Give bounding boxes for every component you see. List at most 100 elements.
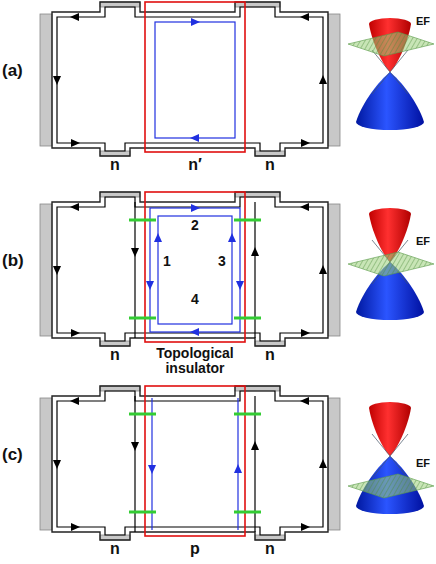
arrow-head: [191, 204, 200, 212]
fermi-level-label: EF: [416, 16, 430, 28]
dispersion-line: [372, 434, 408, 478]
valence-band: [356, 72, 424, 130]
fermi-plane-hatch: [348, 32, 434, 56]
arrow-head: [70, 13, 79, 21]
metal-contact: [100, 2, 140, 7]
fermi-plane-hatch: [348, 252, 434, 276]
arrow-head: [319, 265, 327, 274]
region-label: n: [110, 157, 120, 174]
tunnel-coupling: [129, 413, 156, 416]
arrow-head: [70, 397, 79, 405]
edge-loop: [158, 216, 232, 324]
panel-letter: (a): [2, 62, 23, 80]
metal-contact: [100, 192, 140, 197]
arrow-head: [154, 233, 162, 242]
callout-number: 3: [218, 254, 226, 269]
arrow-head: [301, 329, 310, 337]
arrow-head: [70, 203, 79, 211]
callout-number: 2: [191, 218, 199, 233]
fermi-plane-hatch: [348, 474, 434, 498]
tunnel-coupling: [234, 317, 261, 320]
edge-state: [151, 398, 152, 530]
panel-letter: (c): [2, 446, 23, 464]
callout-number: 1: [163, 254, 171, 269]
region-label: n′: [188, 157, 202, 174]
region-label: n: [110, 347, 120, 364]
arrow-head: [190, 328, 199, 336]
arrow-head: [53, 460, 61, 469]
arrow-head: [148, 465, 156, 474]
tunnel-coupling: [129, 511, 156, 514]
tunnel-coupling: [234, 511, 261, 514]
arrow-head: [251, 441, 259, 450]
arrow-head: [300, 13, 309, 21]
arrow-head: [71, 329, 80, 337]
device-panel: [40, 192, 340, 346]
region-label: p: [190, 541, 200, 558]
conduction-band: [369, 402, 411, 456]
metal-contact: [328, 398, 340, 530]
region-label: n: [265, 541, 275, 558]
arrow-head: [228, 233, 236, 242]
arrow-head: [131, 442, 139, 451]
gate-region: [145, 386, 245, 536]
arrow-head: [301, 523, 310, 531]
arrow-head: [53, 266, 61, 275]
tunnel-coupling: [234, 413, 261, 416]
arrow-head: [236, 281, 244, 290]
dirac-cone: [348, 402, 434, 514]
hall-bar-outline: [52, 386, 328, 540]
gate-region: [145, 2, 245, 152]
region-label: n: [265, 157, 275, 174]
edge-state: [57, 197, 323, 341]
arrow-head: [146, 281, 154, 290]
hall-bar-outline: [52, 2, 328, 156]
dirac-cone: [348, 18, 434, 130]
edge-loop: [150, 208, 240, 332]
device-panel: [40, 2, 340, 156]
arrow-head: [190, 134, 199, 142]
arrow-head: [300, 397, 309, 405]
callout-number: 4: [191, 292, 199, 307]
metal-contact: [100, 535, 130, 540]
tunnel-coupling: [234, 219, 261, 222]
dispersion-line: [372, 434, 408, 478]
edge-state: [57, 391, 323, 535]
fermi-level-label: EF: [416, 236, 430, 248]
dirac-cone: [348, 208, 434, 320]
dispersion-line: [372, 50, 408, 94]
metal-contact: [40, 398, 52, 530]
material-label: Topological insulator: [145, 346, 245, 375]
metal-contact: [255, 535, 285, 540]
metal-contact: [40, 204, 52, 336]
fermi-plane: [348, 474, 434, 498]
edge-loop: [155, 22, 235, 138]
tunnel-coupling: [129, 219, 156, 222]
metal-contact: [328, 204, 340, 336]
arrow-head: [53, 76, 61, 85]
arrow-head: [71, 139, 80, 147]
arrow-head: [319, 459, 327, 468]
region-label: n: [265, 347, 275, 364]
fermi-level-label: EF: [416, 458, 430, 470]
metal-contact: [40, 14, 52, 146]
metal-contact: [255, 341, 285, 346]
gate-region: [145, 192, 245, 342]
panel-letter: (b): [2, 252, 24, 270]
fermi-plane: [348, 32, 434, 56]
device-panel: [40, 386, 340, 540]
metal-contact: [100, 386, 140, 391]
arrow-head: [300, 203, 309, 211]
arrow-head: [131, 248, 139, 257]
edge-state: [57, 7, 323, 151]
region-label: n: [110, 541, 120, 558]
arrow-head: [191, 18, 200, 26]
arrow-head: [71, 523, 80, 531]
fermi-plane: [348, 252, 434, 276]
tunnel-coupling: [129, 317, 156, 320]
arrow-head: [319, 75, 327, 84]
dispersion-line: [372, 50, 408, 94]
metal-contact: [255, 151, 285, 156]
